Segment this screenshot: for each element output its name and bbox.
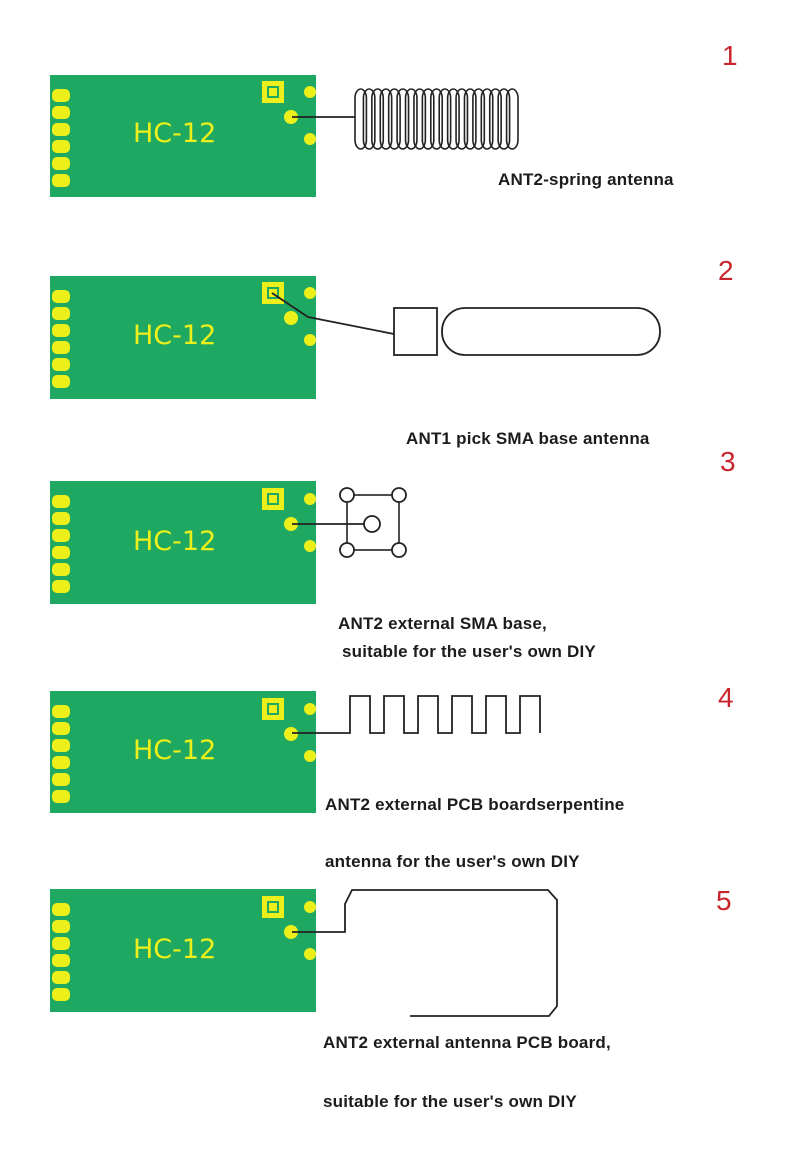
edge-pad — [52, 324, 70, 337]
board-label: HC-12 — [133, 735, 216, 766]
hc12-board: HC-12 — [50, 481, 316, 604]
edge-pad — [52, 739, 70, 752]
edge-pad — [304, 133, 316, 145]
edge-pads — [52, 89, 70, 187]
option-3-number: 3 — [720, 446, 736, 477]
hc12-board: HC-12 — [50, 889, 316, 1012]
edge-pads — [52, 495, 70, 593]
option-4-caption-line-2: antenna for the user's own DIY — [325, 852, 580, 871]
edge-pad — [284, 311, 298, 325]
edge-pad — [304, 901, 316, 913]
hc12-board: HC-12 — [50, 75, 316, 197]
option-2-caption: ANT1 pick SMA base antenna — [406, 429, 650, 448]
edge-pad — [52, 106, 70, 119]
edge-pad — [52, 937, 70, 950]
option-5-caption-line-1: ANT2 external antenna PCB board, — [323, 1033, 611, 1052]
edge-pad — [52, 358, 70, 371]
board-label: HC-12 — [133, 526, 216, 557]
board-label: HC-12 — [133, 934, 216, 965]
ipex-connector — [262, 81, 284, 103]
option-5-number: 5 — [716, 885, 732, 916]
edge-pad — [52, 920, 70, 933]
edge-pad — [52, 903, 70, 916]
option-5-caption-line-2: suitable for the user's own DIY — [323, 1092, 577, 1111]
edge-pad — [304, 287, 316, 299]
edge-pad — [284, 517, 298, 531]
option-1-illustration: HC-12 — [50, 75, 519, 197]
option-3-illustration: HC-12 — [50, 481, 407, 604]
edge-pad — [52, 140, 70, 153]
edge-pad — [52, 722, 70, 735]
edge-pad — [52, 290, 70, 303]
edge-pad — [304, 948, 316, 960]
edge-pad — [52, 512, 70, 525]
edge-pad — [304, 750, 316, 762]
edge-pad — [52, 157, 70, 170]
spring-coil-icon — [354, 88, 519, 150]
edge-pad — [304, 703, 316, 715]
edge-pad — [52, 307, 70, 320]
edge-pad — [52, 546, 70, 559]
edge-pad — [52, 341, 70, 354]
edge-pad — [52, 563, 70, 576]
edge-pad — [284, 110, 298, 124]
serpentine-trace-icon — [292, 695, 541, 734]
option-2-number: 2 — [718, 255, 734, 286]
ipex-connector — [262, 698, 284, 720]
edge-pad — [284, 925, 298, 939]
option-3-caption-line-1: ANT2 external SMA base, — [338, 614, 547, 633]
edge-pad — [52, 174, 70, 187]
edge-pad — [52, 971, 70, 984]
option-4-caption-line-1: ANT2 external PCB boardserpentine — [325, 795, 625, 814]
sma-whip-antenna-icon — [271, 292, 661, 356]
option-2-illustration: HC-12 — [50, 276, 661, 399]
edge-pad — [52, 988, 70, 1001]
edge-pad — [52, 123, 70, 136]
edge-pad — [52, 773, 70, 786]
hc12-board: HC-12 — [50, 691, 316, 813]
option-5-illustration: HC-12 — [50, 889, 558, 1017]
option-4-illustration: HC-12 — [50, 691, 541, 813]
ipex-connector — [262, 896, 284, 918]
option-3-caption-line-2: suitable for the user's own DIY — [342, 642, 596, 661]
edge-pad — [52, 756, 70, 769]
edge-pad — [304, 540, 316, 552]
edge-pads — [52, 903, 70, 1001]
edge-pad — [52, 954, 70, 967]
edge-pad — [284, 727, 298, 741]
option-1-caption: ANT2-spring antenna — [498, 170, 674, 189]
edge-pad — [52, 89, 70, 102]
edge-pad — [304, 493, 316, 505]
pcb-loop-trace-icon — [292, 889, 558, 1017]
edge-pad — [52, 529, 70, 542]
option-4-number: 4 — [718, 682, 734, 713]
edge-pads — [52, 705, 70, 803]
option-1-number: 1 — [722, 40, 738, 71]
edge-pad — [52, 790, 70, 803]
edge-pad — [304, 86, 316, 98]
hc12-board: HC-12 — [50, 276, 316, 399]
edge-pad — [52, 580, 70, 593]
board-label: HC-12 — [133, 118, 216, 149]
edge-pad — [52, 495, 70, 508]
sma-base-connector-icon — [292, 487, 407, 558]
edge-pads — [52, 290, 70, 388]
edge-pad — [304, 334, 316, 346]
edge-pad — [52, 375, 70, 388]
board-label: HC-12 — [133, 320, 216, 351]
ipex-connector — [262, 488, 284, 510]
edge-pad — [52, 705, 70, 718]
